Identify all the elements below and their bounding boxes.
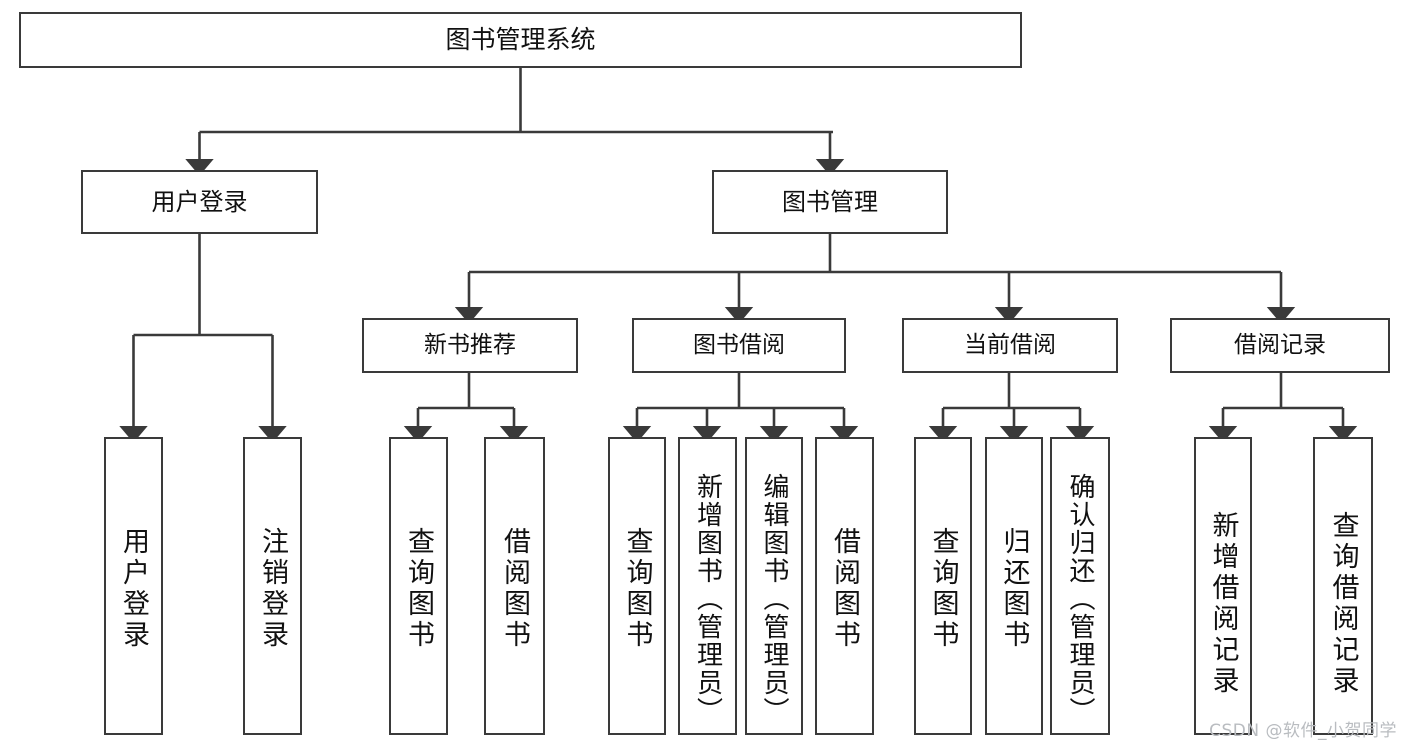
node-label: 新增借阅记录: [1207, 511, 1239, 697]
leaf-node[interactable]: 借阅图书: [484, 437, 545, 735]
node-label: 编辑图书（管理员）: [759, 473, 789, 725]
node-current-borrow[interactable]: 当前借阅: [902, 318, 1118, 373]
node-label: 查询图书: [403, 527, 434, 651]
leaf-node[interactable]: 注销登录: [243, 437, 302, 735]
node-label: 用户登录: [151, 187, 248, 216]
node-book-borrow[interactable]: 图书借阅: [632, 318, 846, 373]
node-label: 新书推荐: [424, 331, 516, 358]
leaf-node[interactable]: 归还图书: [985, 437, 1043, 735]
node-label: 借阅图书: [829, 527, 860, 651]
node-label: 图书管理: [782, 187, 878, 216]
leaf-node[interactable]: 确认归还（管理员）: [1050, 437, 1110, 735]
node-book-management[interactable]: 图书管理: [712, 170, 948, 234]
node-label: 新增图书（管理员）: [692, 473, 723, 725]
leaf-node[interactable]: 编辑图书（管理员）: [745, 437, 803, 735]
node-label: 归还图书: [998, 527, 1030, 651]
node-label: 借阅记录: [1234, 331, 1326, 358]
leaf-node[interactable]: 借阅图书: [815, 437, 874, 735]
node-label: 用户登录: [118, 527, 149, 651]
leaf-node[interactable]: 查询图书: [608, 437, 666, 735]
leaf-node[interactable]: 新增借阅记录: [1194, 437, 1252, 735]
node-label: 查询图书: [927, 527, 959, 651]
node-label: 查询借阅记录: [1327, 511, 1359, 697]
leaf-node[interactable]: 查询图书: [914, 437, 972, 735]
node-borrow-record[interactable]: 借阅记录: [1170, 318, 1390, 373]
node-label: 图书借阅: [693, 331, 785, 358]
node-user-login[interactable]: 用户登录: [81, 170, 318, 234]
node-label: 确认归还（管理员）: [1065, 473, 1095, 725]
node-label: 图书管理系统: [445, 25, 596, 54]
watermark: CSDN @软件_小贺同学: [1209, 721, 1397, 741]
leaf-node[interactable]: 新增图书（管理员）: [678, 437, 737, 735]
node-new-book-recommend[interactable]: 新书推荐: [362, 318, 578, 373]
node-label: 查询图书: [621, 527, 653, 651]
leaf-node[interactable]: 用户登录: [104, 437, 163, 735]
node-root-system[interactable]: 图书管理系统: [19, 12, 1022, 68]
node-label: 借阅图书: [499, 527, 530, 651]
leaf-node[interactable]: 查询借阅记录: [1313, 437, 1373, 735]
node-label: 当前借阅: [964, 331, 1056, 358]
leaf-node[interactable]: 查询图书: [389, 437, 448, 735]
node-label: 注销登录: [257, 527, 288, 651]
